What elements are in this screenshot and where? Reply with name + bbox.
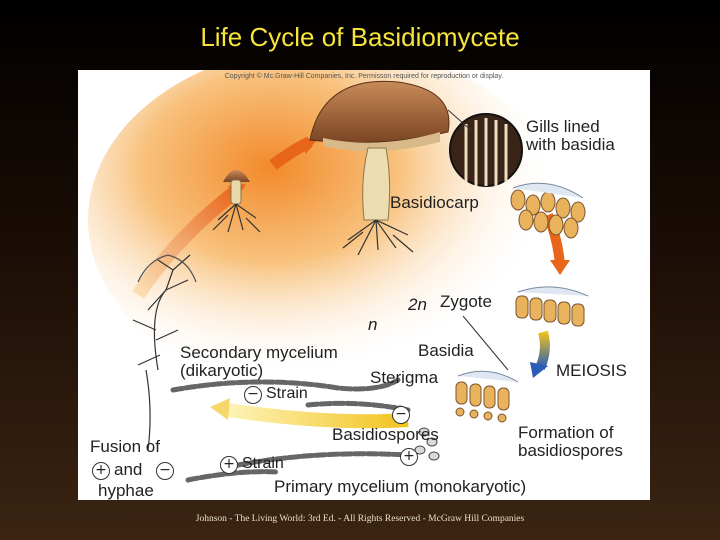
arrow-to-young-mushroom — [132, 184, 243, 299]
basidia-cluster-top — [510, 182, 586, 239]
label-and: and — [114, 460, 143, 479]
label-fusion-of: Fusion of — [90, 437, 160, 456]
young-mushroom — [212, 170, 261, 233]
minus-spore-symbol: − — [392, 406, 410, 424]
plus-strain-symbol: + — [220, 456, 238, 474]
label-basidiocarp: Basidiocarp — [390, 193, 479, 212]
hyphae-strands — [170, 377, 411, 483]
label-strain-plus: Strain — [242, 455, 284, 472]
minus-strain-symbol: − — [244, 386, 262, 404]
label-n: n — [368, 315, 378, 334]
zygote-cluster — [515, 286, 589, 327]
label-formation: Formation of basidiospores — [518, 423, 623, 460]
label-zygote: Zygote — [440, 292, 492, 311]
secondary-mycelium-network — [132, 254, 197, 451]
plus-spore-symbol: + — [400, 448, 418, 466]
slide-title: Life Cycle of Basidiomycete — [200, 22, 520, 52]
label-strain-minus: Strain — [266, 385, 308, 402]
copyright-notice: Copyright © Mc.Graw-Hill Companies, Inc.… — [224, 73, 504, 80]
label-hyphae: hyphae — [98, 481, 154, 500]
life-cycle-figure: Copyright © Mc.Graw-Hill Companies, Inc.… — [78, 70, 650, 500]
minus-fusion-symbol: − — [156, 462, 174, 480]
background-glow — [88, 70, 568, 395]
label-gills: Gills lined with basidia — [526, 117, 615, 154]
arrow-spores-to-mycelium — [226, 403, 409, 429]
label-secondary-mycelium: Secondary mycelium (dikaryotic) — [180, 343, 338, 380]
basidiocarp — [309, 80, 450, 256]
arrow-head — [530, 362, 548, 378]
gills-magnified — [447, 109, 523, 187]
label-meiosis: MEIOSIS — [556, 361, 627, 380]
life-cycle-diagram — [88, 70, 589, 483]
label-sterigma: Sterigma — [370, 368, 439, 387]
arrow-meiosis — [535, 330, 550, 371]
arrow-head — [550, 260, 570, 275]
label-basidiospores: Basidiospores — [332, 425, 439, 444]
label-primary-mycelium: Primary mycelium (monokaryotic) — [274, 477, 527, 496]
label-2n: 2n — [408, 295, 427, 314]
footer-credit: Johnson - The Living World: 3rd Ed. - Al… — [195, 514, 525, 524]
arrow-head — [210, 398, 230, 420]
arrow-head — [300, 138, 318, 154]
spore-formation-cluster — [455, 315, 519, 423]
plus-fusion-symbol: + — [92, 462, 110, 480]
label-basidia: Basidia — [418, 341, 474, 360]
